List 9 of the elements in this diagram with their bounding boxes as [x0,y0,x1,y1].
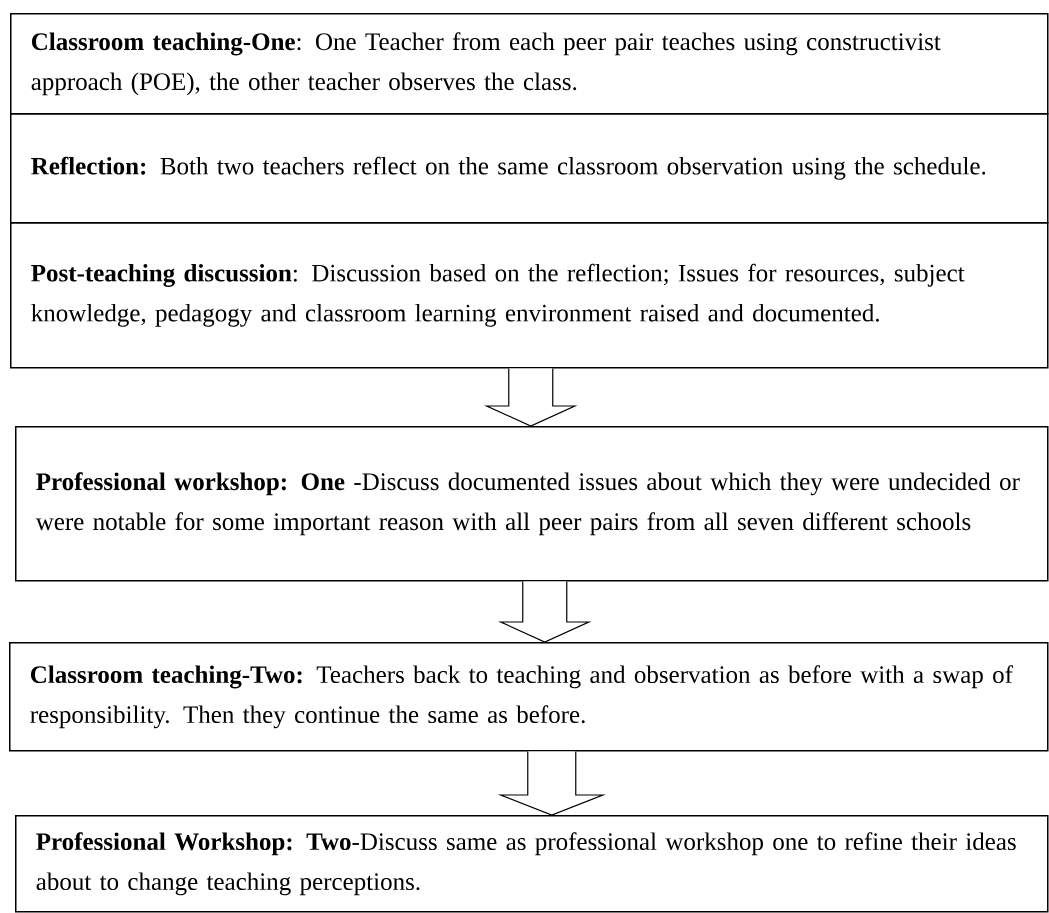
block-arrow [497,750,606,816]
process-box: Classroom teaching-Two: Teachers back to teaching and observation as before with a swap of responsibility. Then they continue the same as before. [9,642,1049,752]
process-box: Post-teaching discussion: Discussion based on the reflection; Issues for resources, subject knowledge, pedagogy and classroom learning environment raised and documented. [10,222,1049,369]
block-arrow [484,367,578,427]
process-box: Classroom teaching-One: One Teacher from each peer pair teaches using constructivist approach (POE), the other teacher observes the class. [10,13,1049,115]
block-arrow [498,580,592,643]
process-box: Professional workshop: One -Discuss documented issues about which they were undecided or were notable for some important reason with all peer pairs from all seven different schools [15,426,1049,582]
process-box: Reflection: Both two teachers reflect on the same classroom observation using the schedule. [10,113,1049,224]
process-box: Professional Workshop: Two-Discuss same as professional workshop one to refine their ideas about to change teaching perceptions. [15,815,1049,913]
